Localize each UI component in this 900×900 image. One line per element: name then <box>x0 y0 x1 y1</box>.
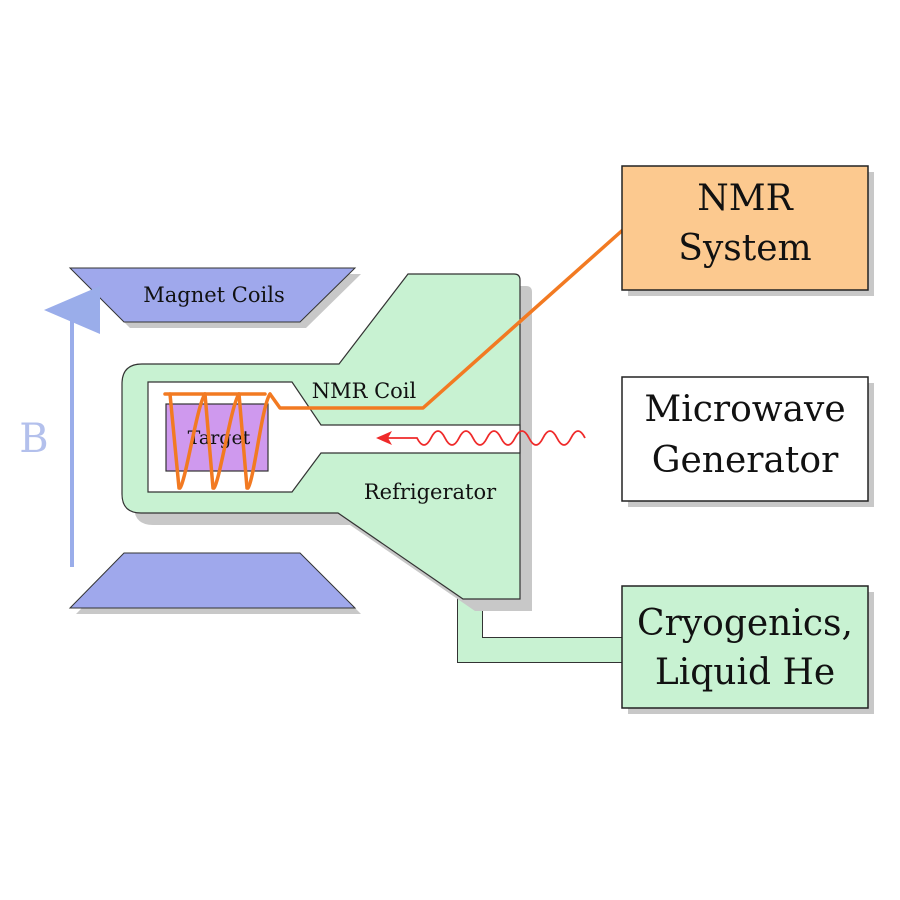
microwave-generator-box: Microwave Generator <box>621 376 874 507</box>
nmr-system-box: NMR System <box>621 165 874 296</box>
b-field-label: B <box>19 416 48 462</box>
microwave-generator-line-1: Microwave <box>644 389 845 430</box>
cryogenics-line-1: Cryogenics, <box>637 603 853 644</box>
cryogenics-line-2: Liquid He <box>655 652 835 693</box>
target-label: Target <box>188 427 251 449</box>
nmr-system-line-2: System <box>678 228 811 269</box>
refrigerator-label: Refrigerator <box>364 480 497 504</box>
magnet-coils-label: Magnet Coils <box>143 283 284 307</box>
nmr-coil <box>163 226 627 490</box>
magnet-coil-bottom <box>68 552 361 614</box>
nmr-system-line-1: NMR <box>697 178 793 219</box>
magnet-coil-top <box>68 267 361 328</box>
nmr-coil-label: NMR Coil <box>312 379 417 403</box>
microwave-arrow <box>376 430 586 446</box>
target <box>165 403 269 472</box>
microwave-generator-line-2: Generator <box>652 440 839 481</box>
cryogenics-box: Cryogenics, Liquid He <box>621 585 874 714</box>
